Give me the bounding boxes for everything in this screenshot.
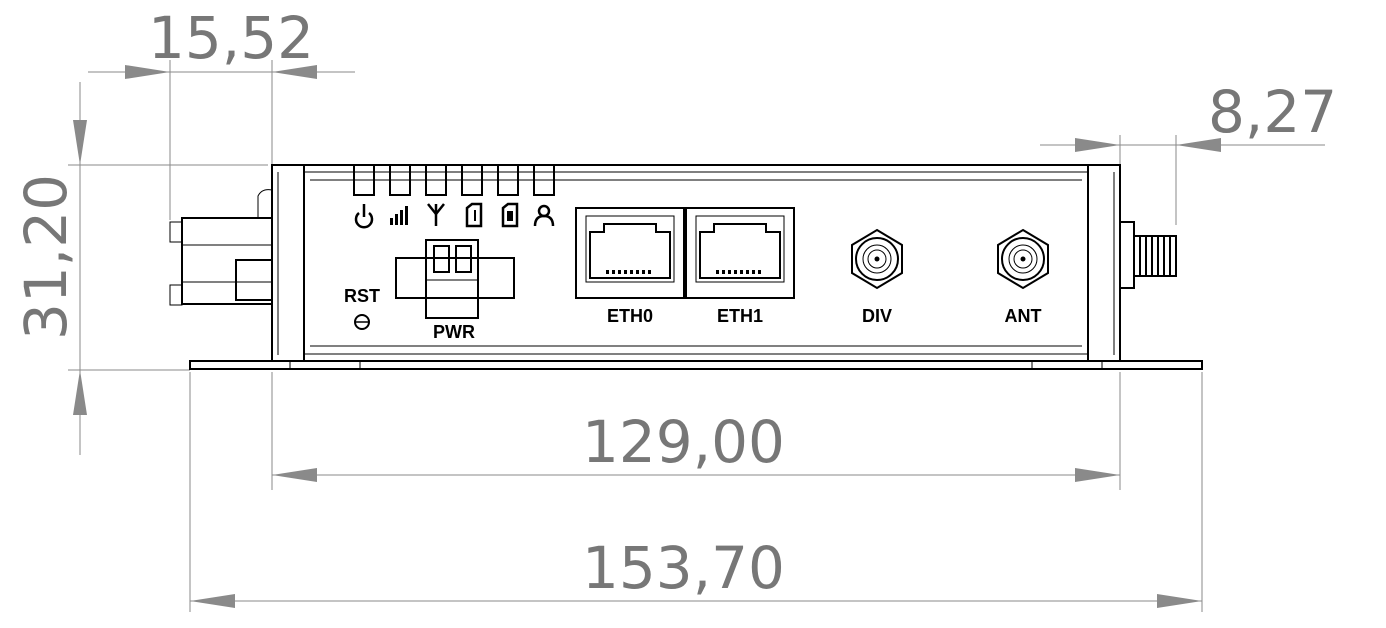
led-user (533, 164, 555, 196)
dim-height-label: 31,20 (12, 174, 80, 340)
side-sma-right (1119, 221, 1177, 289)
ant-connector (997, 228, 1049, 290)
div-label: DIV (862, 306, 892, 326)
led-antenna (425, 164, 447, 196)
dimension-total-width: 153,70 (189, 372, 1203, 612)
user-icon (533, 204, 555, 227)
dimension-offset-right: 8,27 (1040, 78, 1337, 225)
dim-offset-right-label: 8,27 (1208, 78, 1337, 146)
power-icon (354, 204, 374, 229)
antenna-icon (427, 203, 445, 226)
dim-inner-width-label: 129,00 (582, 408, 785, 476)
signal-icon (390, 206, 408, 225)
led-signal (389, 164, 411, 196)
rst-label: RST (344, 286, 380, 306)
eth1-port (685, 207, 795, 299)
led-power (353, 164, 375, 196)
power-connector (395, 239, 515, 319)
eth0-port (575, 207, 685, 299)
eth1-label: ETH1 (717, 306, 763, 326)
dimension-offset-left: 15,52 (88, 4, 355, 220)
led-row (353, 164, 555, 196)
ant-label: ANT (1005, 306, 1042, 326)
side-connector-left (169, 189, 273, 306)
dimension-height: 31,20 (12, 82, 268, 455)
reset-button (354, 314, 370, 330)
sim1-icon (465, 202, 483, 228)
pwr-label: PWR (433, 322, 475, 342)
div-connector (851, 228, 903, 290)
eth0-label: ETH0 (607, 306, 653, 326)
sim2-icon (501, 202, 519, 228)
dimension-inner-width: 129,00 (271, 372, 1121, 490)
led-sim1 (461, 164, 483, 196)
dim-total-width-label: 153,70 (582, 534, 785, 602)
led-sim2 (497, 164, 519, 196)
dim-offset-left-label: 15,52 (148, 4, 314, 72)
